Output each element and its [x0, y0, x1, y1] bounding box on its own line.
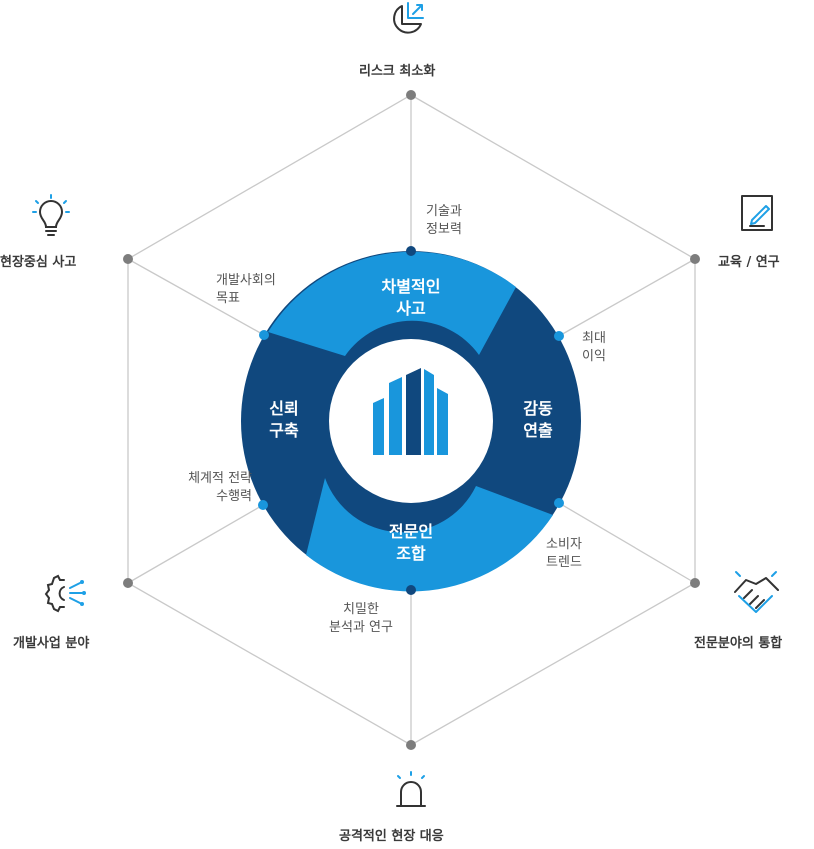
- segment-label-bottom-line2: 조합: [396, 544, 426, 563]
- vertex-dot-bottom: [406, 740, 416, 750]
- edit-document-icon: [741, 195, 773, 231]
- segment-label-left-line2: 구축: [269, 421, 299, 440]
- inner-label-bottom-left: 체계적 전략 수행력: [148, 470, 252, 506]
- inner-label-top-line2: 정보력: [426, 222, 462, 237]
- segment-label-right: 감동 연출: [506, 398, 570, 442]
- inner-label-bottom-right: 소비자 트렌드: [532, 536, 596, 572]
- segment-label-right-line2: 연출: [523, 421, 553, 440]
- inner-label-bottom-left-line1: 체계적 전략: [188, 471, 252, 486]
- vertex-dot-bottom-left: [123, 578, 133, 588]
- ring-dot-bottom: [406, 585, 416, 595]
- segment-label-top-line2: 사고: [396, 299, 426, 318]
- inner-label-top: 기술과 정보력: [412, 203, 476, 239]
- inner-label-top-left: 개발사회의 목표: [216, 272, 314, 308]
- segment-bottom: [306, 478, 553, 592]
- label-development-business: 개발사업 분야: [13, 636, 90, 651]
- ring-dot-top: [406, 246, 416, 256]
- inner-label-top-left-line1: 개발사회의: [216, 273, 276, 288]
- vertex-dot-top-left: [123, 254, 133, 264]
- segment-label-bottom-line1: 전문인: [388, 522, 434, 541]
- label-aggressive-field-response: 공격적인 현장 대응: [339, 829, 444, 844]
- segment-label-top-line1: 차별적인: [381, 277, 441, 296]
- vertex-dot-bottom-right: [690, 578, 700, 588]
- segment-top: [268, 251, 516, 356]
- ring-dot-bottom-left: [258, 500, 268, 510]
- segment-label-top: 차별적인 사고: [361, 276, 461, 320]
- inner-label-bottom-right-line2: 트렌드: [546, 555, 582, 570]
- inner-label-top-right: 최대 이익: [572, 330, 616, 366]
- vertex-dot-top-right: [690, 254, 700, 264]
- segment-label-right-line1: 감동: [523, 399, 553, 418]
- alarm-light-icon: [396, 771, 426, 807]
- inner-label-top-right-line2: 이익: [582, 349, 606, 364]
- ring-dot-top-right: [554, 331, 564, 341]
- ring-dot-top-left: [259, 330, 269, 340]
- segment-label-bottom: 전문인 조합: [366, 521, 456, 565]
- ring-dot-bottom-right: [554, 498, 564, 508]
- label-field-centered-thinking: 현장중심 사고: [0, 255, 77, 270]
- inner-label-bottom: 치밀한 분석과 연구: [312, 601, 410, 637]
- inner-label-bottom-right-line1: 소비자: [546, 537, 582, 552]
- building-icon: [373, 368, 448, 455]
- vertex-dot-top: [406, 90, 416, 100]
- inner-label-bottom-line2: 분석과 연구: [329, 620, 393, 635]
- inner-label-top-left-line2: 목표: [216, 291, 240, 306]
- label-specialty-integration: 전문분야의 통합: [694, 636, 783, 651]
- spoke-top-left: [127, 258, 265, 336]
- inner-label-bottom-left-line2: 수행력: [216, 489, 252, 504]
- spoke-top-right: [558, 258, 696, 337]
- spoke-bottom-left: [127, 504, 264, 584]
- gear-network-icon: [44, 574, 86, 613]
- lightbulb-icon: [32, 194, 70, 236]
- handshake-icon: [734, 571, 779, 613]
- pie-chart-icon: [393, 2, 424, 34]
- segment-label-left-line1: 신뢰: [269, 399, 299, 418]
- spoke-bottom-right: [558, 502, 696, 584]
- inner-label-bottom-line1: 치밀한: [343, 602, 379, 617]
- label-risk-minimization: 리스크 최소화: [359, 64, 436, 79]
- label-education-research: 교육 / 연구: [718, 255, 780, 270]
- inner-label-top-line1: 기술과: [426, 204, 462, 219]
- inner-label-top-right-line1: 최대: [582, 331, 606, 346]
- segment-label-left: 신뢰 구축: [252, 398, 316, 442]
